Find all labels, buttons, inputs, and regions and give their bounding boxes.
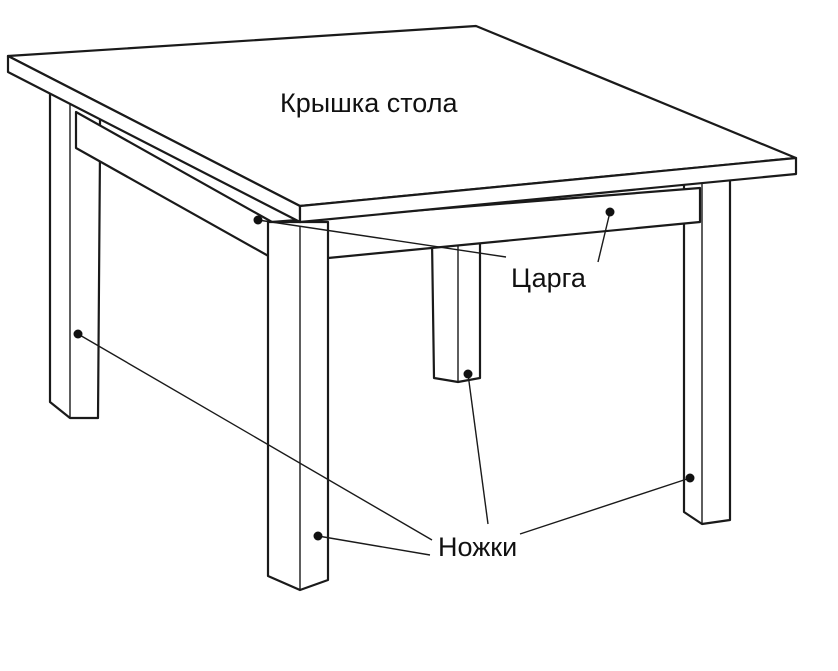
front-right-leg [682, 176, 732, 526]
table-top-label: Крышка стола [280, 88, 458, 118]
front-left-leg [266, 220, 330, 592]
apron-label: Царга [511, 263, 586, 293]
leader-lines [77, 211, 691, 556]
table-top [6, 24, 798, 224]
marker-dots [73, 207, 695, 541]
legs-label: Ножки [438, 532, 518, 562]
back-right-leg [430, 236, 482, 384]
